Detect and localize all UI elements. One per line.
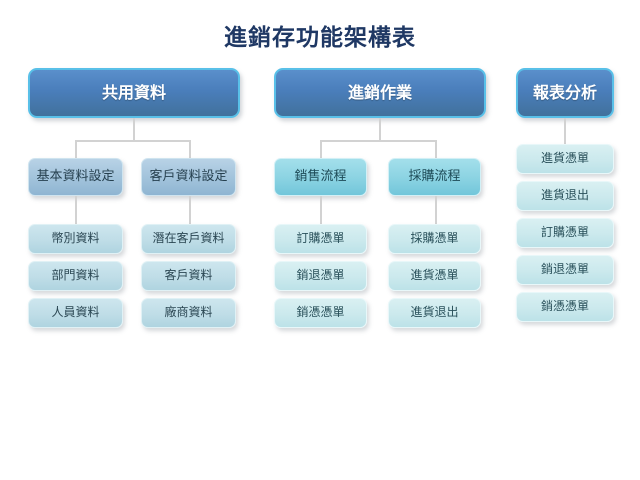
leaf-item[interactable]: 廠商資料 — [141, 298, 236, 328]
page-title: 進銷存功能架構表 — [224, 25, 416, 51]
leaf-item[interactable]: 訂購憑單 — [274, 224, 367, 254]
leaf-item[interactable]: 銷退憑單 — [516, 255, 614, 285]
node-report-analysis[interactable]: 報表分析 — [516, 68, 614, 118]
connector-vertical — [320, 140, 322, 158]
connector-vertical — [564, 118, 566, 144]
leaf-item[interactable]: 部門資料 — [28, 261, 123, 291]
connector-vertical — [435, 196, 437, 224]
node-sales-flow[interactable]: 銷售流程 — [274, 158, 367, 196]
node-customer-data-setup[interactable]: 客戶資料設定 — [141, 158, 236, 196]
leaf-item[interactable]: 人員資料 — [28, 298, 123, 328]
leaf-item[interactable]: 訂購憑單 — [516, 218, 614, 248]
connector-vertical — [189, 196, 191, 224]
leaf-item[interactable]: 幣別資料 — [28, 224, 123, 254]
leaf-item[interactable]: 銷憑憑單 — [274, 298, 367, 328]
connector-horizontal — [75, 140, 191, 142]
leaf-item[interactable]: 進貨退出 — [516, 181, 614, 211]
leaf-item[interactable]: 採購憑單 — [388, 224, 481, 254]
connector-vertical — [75, 140, 77, 158]
leaf-item[interactable]: 進貨憑單 — [516, 144, 614, 174]
connector-vertical — [133, 118, 135, 140]
leaf-item[interactable]: 進貨憑單 — [388, 261, 481, 291]
connector-vertical — [320, 196, 322, 224]
node-purchase-sales-operations[interactable]: 進銷作業 — [274, 68, 486, 118]
leaf-item[interactable]: 客戶資料 — [141, 261, 236, 291]
connector-horizontal — [320, 140, 437, 142]
connector-vertical — [435, 140, 437, 158]
leaf-item[interactable]: 銷退憑單 — [274, 261, 367, 291]
leaf-item[interactable]: 進貨退出 — [388, 298, 481, 328]
node-shared-data[interactable]: 共用資料 — [28, 68, 240, 118]
connector-vertical — [379, 118, 381, 140]
leaf-item[interactable]: 銷憑憑單 — [516, 292, 614, 322]
leaf-item[interactable]: 潛在客戶資料 — [141, 224, 236, 254]
connector-vertical — [189, 140, 191, 158]
connector-vertical — [75, 196, 77, 224]
node-purchase-flow[interactable]: 採購流程 — [388, 158, 481, 196]
node-basic-data-setup[interactable]: 基本資料設定 — [28, 158, 123, 196]
